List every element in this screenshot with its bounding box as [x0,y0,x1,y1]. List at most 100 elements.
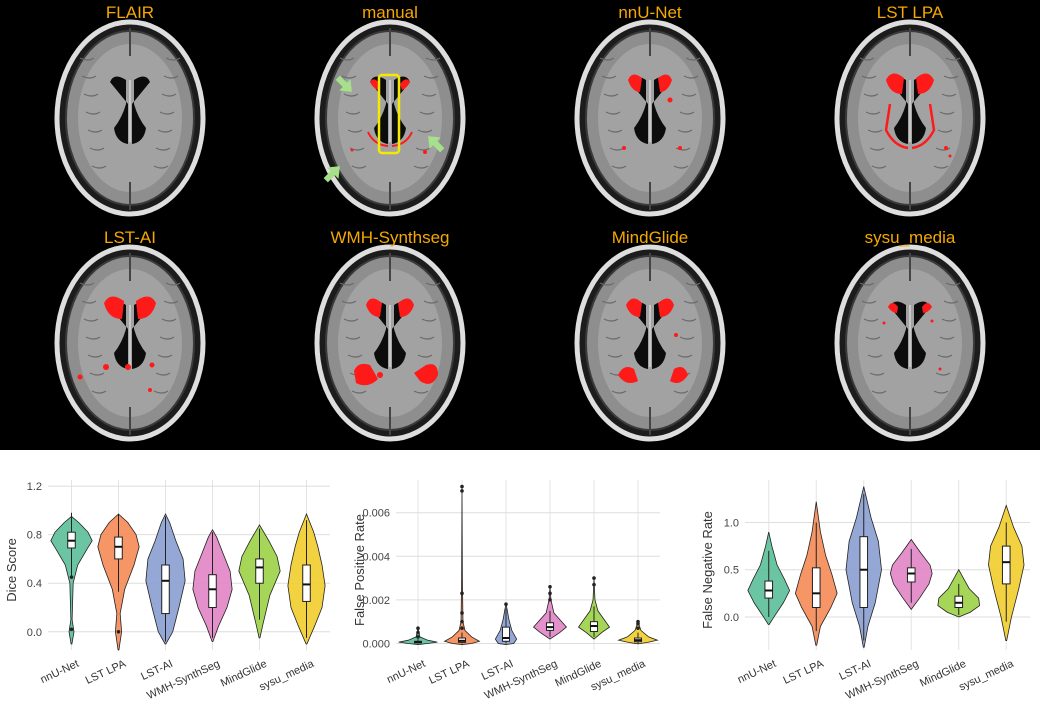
y-tick-label: 0.000 [362,638,390,650]
sulcus-left [345,111,361,115]
ventricle-left [370,76,388,144]
sulcus-left [605,111,621,115]
sulcus-left [859,57,875,61]
sulcus-left [867,354,883,358]
x-category-label: sysu_media [957,657,1016,693]
sulcus-right [421,93,437,97]
sulcus-left [611,165,627,169]
sulcus-left [871,165,887,169]
sulcus-left [345,336,361,340]
sulcus-left [607,129,623,133]
x-category-label: nnU-Net [736,658,778,686]
sulcus-left [83,318,99,322]
sulcus-right [937,129,953,133]
sulcus-left [863,318,879,322]
boxplot-box [302,564,311,602]
outlier-point [460,626,464,631]
sulcus-left [87,129,103,133]
outlier-point [592,582,596,587]
sulcus-right [155,147,171,151]
sulcus-left [343,93,359,97]
sulcus-right [937,354,953,358]
sulcus-right [421,318,437,322]
sulcus-right [423,300,439,304]
sulcus-left [341,75,357,79]
sulcus-right [423,75,439,79]
mri-cell-nnunet: nnU-Net [520,0,780,225]
x-category-label: LST LPA [84,658,129,687]
brain-slice-image [834,244,986,442]
y-tick-label: 0.002 [362,595,390,607]
sulcus-right [675,147,691,151]
boxplot-box [811,567,821,609]
outlier-point [548,591,552,596]
y-tick-label: 0.8 [27,530,42,542]
panel-title: LST-AI [104,228,156,247]
lesion-mask [149,362,155,368]
sulcus-left [343,318,359,322]
ventricle-left [630,76,648,144]
lesion-mask [367,131,413,147]
panel-title: manual [362,3,418,22]
panel-title: FLAIR [105,3,155,22]
sulcus-right [165,57,181,61]
mri-cell-flair: FLAIR [0,0,260,225]
outlier-point [69,575,74,579]
sulcus-left [85,111,101,115]
x-category-label: sysu_media [257,657,316,693]
outlier-point [416,635,420,639]
ventricle-right [912,301,930,369]
sulcus-right [943,75,959,79]
lesion-mask [674,333,678,337]
sulcus-left [871,390,887,394]
outlier-point [504,602,508,607]
brain-slice-image [54,19,206,217]
lesion-mask [350,148,354,152]
lesion-mask [948,154,952,158]
mri-cell-manual: manual [260,0,520,225]
mri-cell-wmh-synthseg: WMH-Synthseg [260,225,520,450]
sulcus-right [425,57,441,61]
outlier-point [636,619,640,624]
sulcus-right [945,57,961,61]
brain-slice-image [314,19,466,217]
sulcus-left [351,390,367,394]
ventricle-right [132,76,150,144]
y-axis-label: False Negative Rate [700,511,715,629]
panel-title: MindGlide [611,228,689,247]
y-axis-label: Dice Score [4,538,19,602]
x-category-label: LST LPA [781,658,826,687]
lesion-mask [882,321,886,325]
sulcus-right [685,282,701,286]
lesion-mask [626,298,674,317]
sulcus-right [943,300,959,304]
sulcus-left [859,282,875,286]
lesion-mask [667,97,673,103]
lesion-mask [377,372,383,378]
boxplot-box [161,564,170,615]
lesion-mask [366,298,414,317]
sulcus-right [165,282,181,286]
x-category-label: LST LPA [427,658,472,687]
violin-nnu-net [50,515,93,645]
sulcus-left [603,93,619,97]
sulcus-right [939,336,955,340]
ventricle-left [110,301,128,369]
sulcus-right [419,336,435,340]
sulcus-left [349,147,365,151]
sulcus-left [351,165,367,169]
ventricle-left [890,301,908,369]
sulcus-right [163,75,179,79]
sulcus-right [677,129,693,133]
ventricle-right [652,76,670,144]
sulcus-right [159,111,175,115]
sulcus-left [865,336,881,340]
sulcus-right [161,318,177,322]
annotation-arrow [428,136,445,153]
sulcus-right [157,354,173,358]
sulcus-left [869,372,885,376]
panel-title: nnU-Net [618,3,682,22]
sulcus-right [417,129,433,133]
